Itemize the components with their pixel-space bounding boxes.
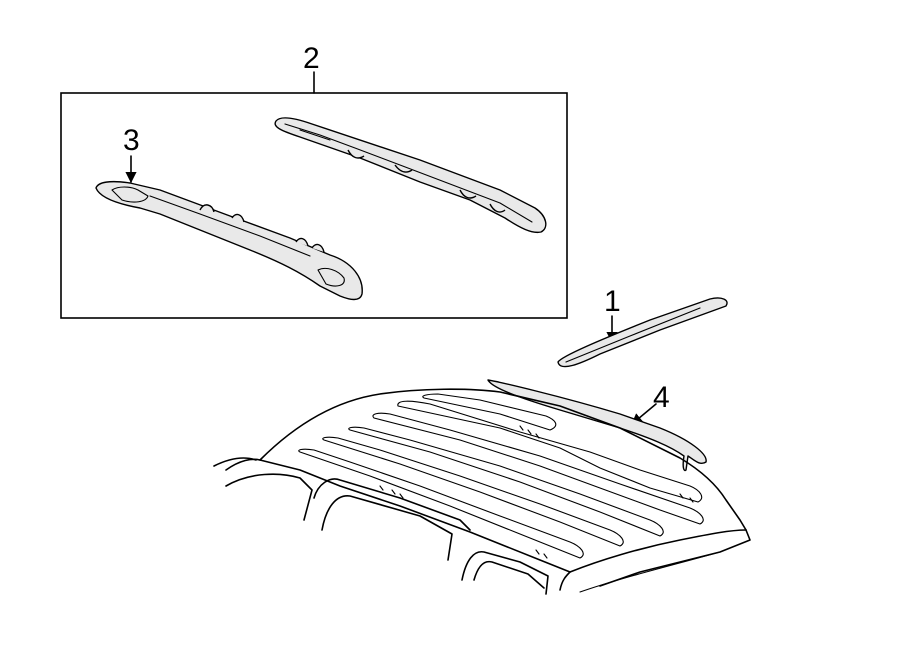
callout-1-label: 1 xyxy=(604,285,621,318)
vehicle-roof-panel xyxy=(213,388,751,595)
roof-weatherstrip xyxy=(487,379,707,472)
roof-rack-inset-box xyxy=(60,92,568,319)
callout-4-label: 4 xyxy=(653,381,670,414)
lower-roof-rack-rail xyxy=(95,180,363,301)
roof-molding xyxy=(557,297,728,368)
callout-3-label: 3 xyxy=(123,124,140,157)
callout-2-label: 2 xyxy=(303,42,320,75)
upper-roof-rack-rail xyxy=(274,117,547,234)
